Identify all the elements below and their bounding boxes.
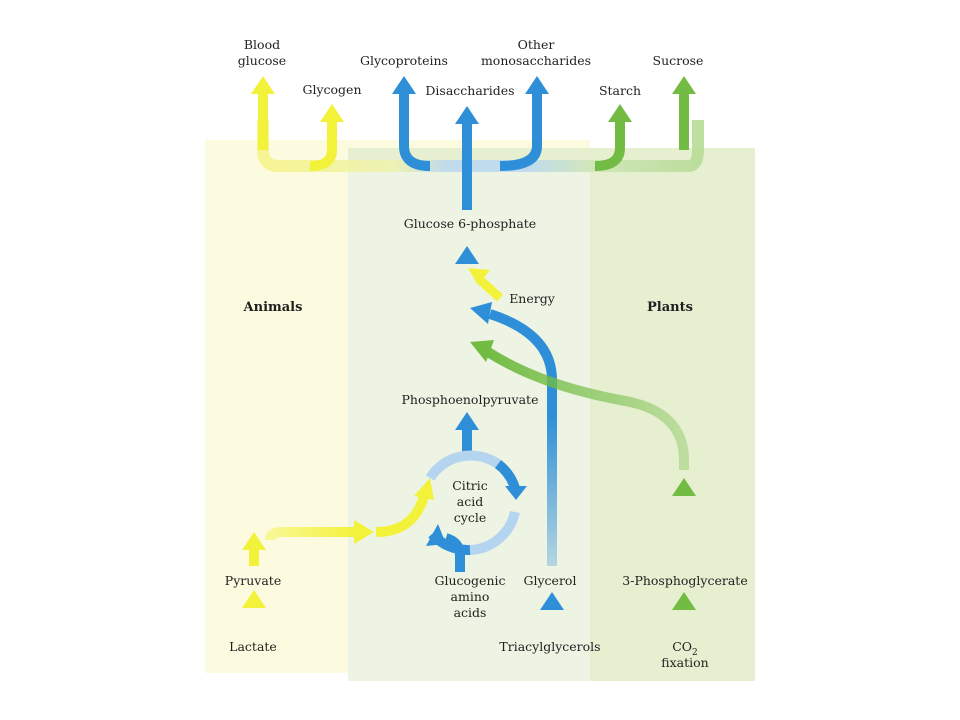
co2-to-phosphoglycerate-arrow: [672, 592, 696, 634]
other-monosaccharides-label-line2: monosaccharides: [481, 53, 591, 68]
pyruvate-to-cycle-path: [242, 478, 434, 566]
glucose-6-phosphate-label: Glucose 6-phosphate: [404, 216, 536, 231]
phosphoglycerate-up-arrow: [672, 478, 696, 566]
product-distribution-bar: [257, 120, 704, 172]
branch-glycogen: [309, 104, 344, 171]
disaccharides-label: Disaccharides: [425, 83, 514, 98]
citric-acid-cycle-loop: [425, 450, 527, 556]
other-monosaccharides-label-line1: Other: [518, 37, 555, 52]
co2-label: CO2: [672, 639, 698, 658]
starch-label: Starch: [599, 83, 641, 98]
trunk-disaccharides: [455, 106, 479, 210]
pyruvate-label: Pyruvate: [225, 573, 281, 588]
triacylglycerol-to-glycerol-arrow: [540, 592, 564, 634]
phosphoglycerate-path: [470, 340, 689, 470]
lactate-to-pyruvate-arrow: [242, 590, 266, 632]
phosphoenolpyruvate-label: Phosphoenolpyruvate: [402, 392, 539, 407]
glucogenic-amino-acids-label-line1: Glucogenic: [434, 573, 505, 588]
co2-label-co: CO: [672, 639, 692, 654]
branch-glycoproteins: [392, 76, 431, 171]
branch-sucrose: [672, 76, 696, 150]
glucogenic-amino-acids-label-line3: acids: [454, 605, 487, 620]
trunk-to-glucose-6-phosphate: [455, 246, 479, 384]
co2-label-sub: 2: [692, 648, 698, 658]
animals-label: Animals: [243, 300, 303, 315]
glycoproteins-label: Glycoproteins: [360, 53, 448, 68]
triacylglycerols-label: Triacylglycerols: [499, 639, 600, 654]
fixation-label: fixation: [661, 655, 708, 670]
glycogen-label: Glycogen: [302, 82, 361, 97]
amino-acids-path: [444, 533, 465, 572]
branch-blood-glucose: [251, 76, 275, 150]
3-phosphoglycerate-label: 3-Phosphoglycerate: [622, 573, 747, 588]
energy-label: Energy: [509, 291, 556, 306]
energy-input-arrow: [468, 268, 504, 302]
glycerol-label: Glycerol: [524, 573, 577, 588]
sucrose-label: Sucrose: [653, 53, 704, 68]
citric-acid-cycle-label-line3: cycle: [454, 510, 486, 525]
branch-starch: [594, 104, 632, 171]
lactate-label: Lactate: [229, 639, 277, 654]
plants-label: Plants: [647, 300, 693, 315]
citric-acid-cycle-label-line2: acid: [457, 494, 483, 509]
blood-glucose-label-line2: glucose: [238, 53, 286, 68]
citric-acid-cycle-label-line1: Citric: [452, 478, 488, 493]
branch-other-monosaccharides: [499, 76, 549, 171]
glucogenic-amino-acids-label-line2: amino: [451, 589, 490, 604]
blood-glucose-label-line1: Blood: [244, 37, 280, 52]
